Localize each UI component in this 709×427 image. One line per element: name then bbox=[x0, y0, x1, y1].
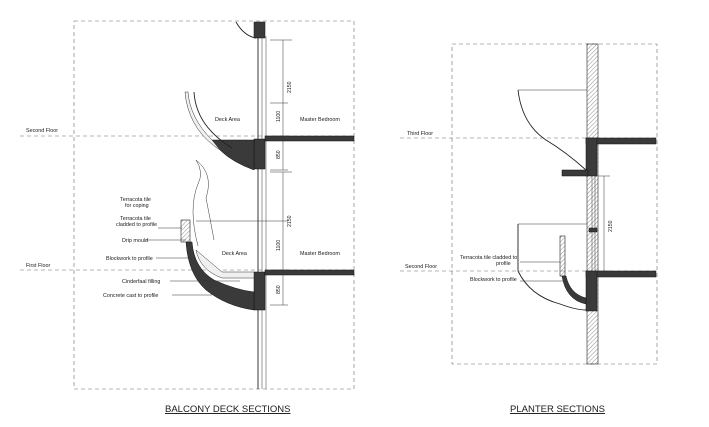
lower-cinder-fill bbox=[195, 249, 255, 279]
room-deck-upper: Deck Area bbox=[215, 117, 240, 123]
planter-level-second-floor: Second Floor bbox=[405, 264, 437, 270]
callout-cladded-2: cladded to profile bbox=[116, 222, 157, 228]
upper-balcony-profile bbox=[211, 139, 255, 171]
first-floor-slab bbox=[264, 269, 355, 276]
wall-top bbox=[253, 21, 266, 39]
balcony-frame bbox=[73, 20, 355, 390]
level-second-floor: Second Floor bbox=[26, 128, 58, 134]
second-floor-slab-drop bbox=[585, 270, 598, 312]
lower-planter-tile bbox=[559, 235, 566, 277]
room-master-upper: Master Bedroom bbox=[300, 117, 340, 123]
level-third-floor: Third Floor bbox=[407, 131, 433, 137]
planter-facade-wall bbox=[586, 43, 599, 365]
wall-upper-slab bbox=[253, 138, 266, 170]
plant-outline bbox=[192, 159, 215, 247]
callout-concrete: Concrete cast to profile bbox=[103, 293, 158, 299]
top-curve-profile bbox=[235, 21, 257, 39]
callout-drip: Drip mould bbox=[122, 238, 148, 244]
upper-planter-profile bbox=[517, 89, 587, 171]
planter-callout-blockwork: Blockwork to profile bbox=[470, 277, 517, 283]
lower-dimensions bbox=[196, 171, 292, 306]
dim-lower-1100: 1100 bbox=[276, 240, 282, 251]
upper-dimensions bbox=[270, 39, 292, 171]
upper-balcony-shell bbox=[193, 91, 233, 149]
room-deck-lower: Deck Area bbox=[222, 251, 247, 257]
upper-balcony-planter bbox=[184, 91, 221, 151]
planter-section: 2150 Third Floor Second Floor Terracota … bbox=[400, 43, 658, 415]
coping-tile-block bbox=[180, 219, 191, 243]
balcony-section: Second Floor First Floor Deck Area Maste… bbox=[20, 20, 355, 415]
third-floor-slab-drop bbox=[585, 137, 598, 177]
planter-frame bbox=[451, 43, 658, 365]
dim-upper-2150: 2150 bbox=[287, 81, 293, 93]
planter-ledge bbox=[561, 169, 589, 177]
room-master-lower: Master Bedroom bbox=[300, 251, 340, 257]
planter-dim-2150: 2150 bbox=[608, 220, 614, 232]
planter-caption: PLANTER SECTIONS bbox=[510, 404, 605, 415]
level-first-floor: First Floor bbox=[26, 263, 50, 269]
callout-cladded-1: Terracota tile bbox=[120, 216, 151, 222]
balcony-caption: BALCONY DECK SECTIONS bbox=[165, 404, 290, 415]
window-mullion bbox=[588, 227, 598, 233]
callout-leaders bbox=[146, 227, 240, 296]
callout-coping-2: for coping bbox=[125, 203, 149, 209]
dim-upper-1100: 1100 bbox=[276, 111, 282, 122]
second-floor-slab bbox=[264, 135, 355, 142]
dim-upper-850: 850 bbox=[276, 150, 282, 159]
callout-blockwork: Blockwork to profile bbox=[106, 256, 153, 262]
planter-callout-tile-1: Terracota tile cladded to bbox=[460, 255, 517, 261]
callout-coping-1: Terracota tile bbox=[120, 197, 151, 203]
lower-planter-outline bbox=[517, 224, 587, 311]
callout-cinder: Cinderfaal filling bbox=[122, 279, 160, 285]
wall-lower-slab bbox=[253, 271, 266, 311]
dim-lower-850: 850 bbox=[276, 285, 282, 294]
dim-lower-2150: 2150 bbox=[287, 215, 293, 227]
planter-callout-tile-2: profile bbox=[496, 261, 511, 267]
lower-planter-shell bbox=[561, 275, 587, 305]
